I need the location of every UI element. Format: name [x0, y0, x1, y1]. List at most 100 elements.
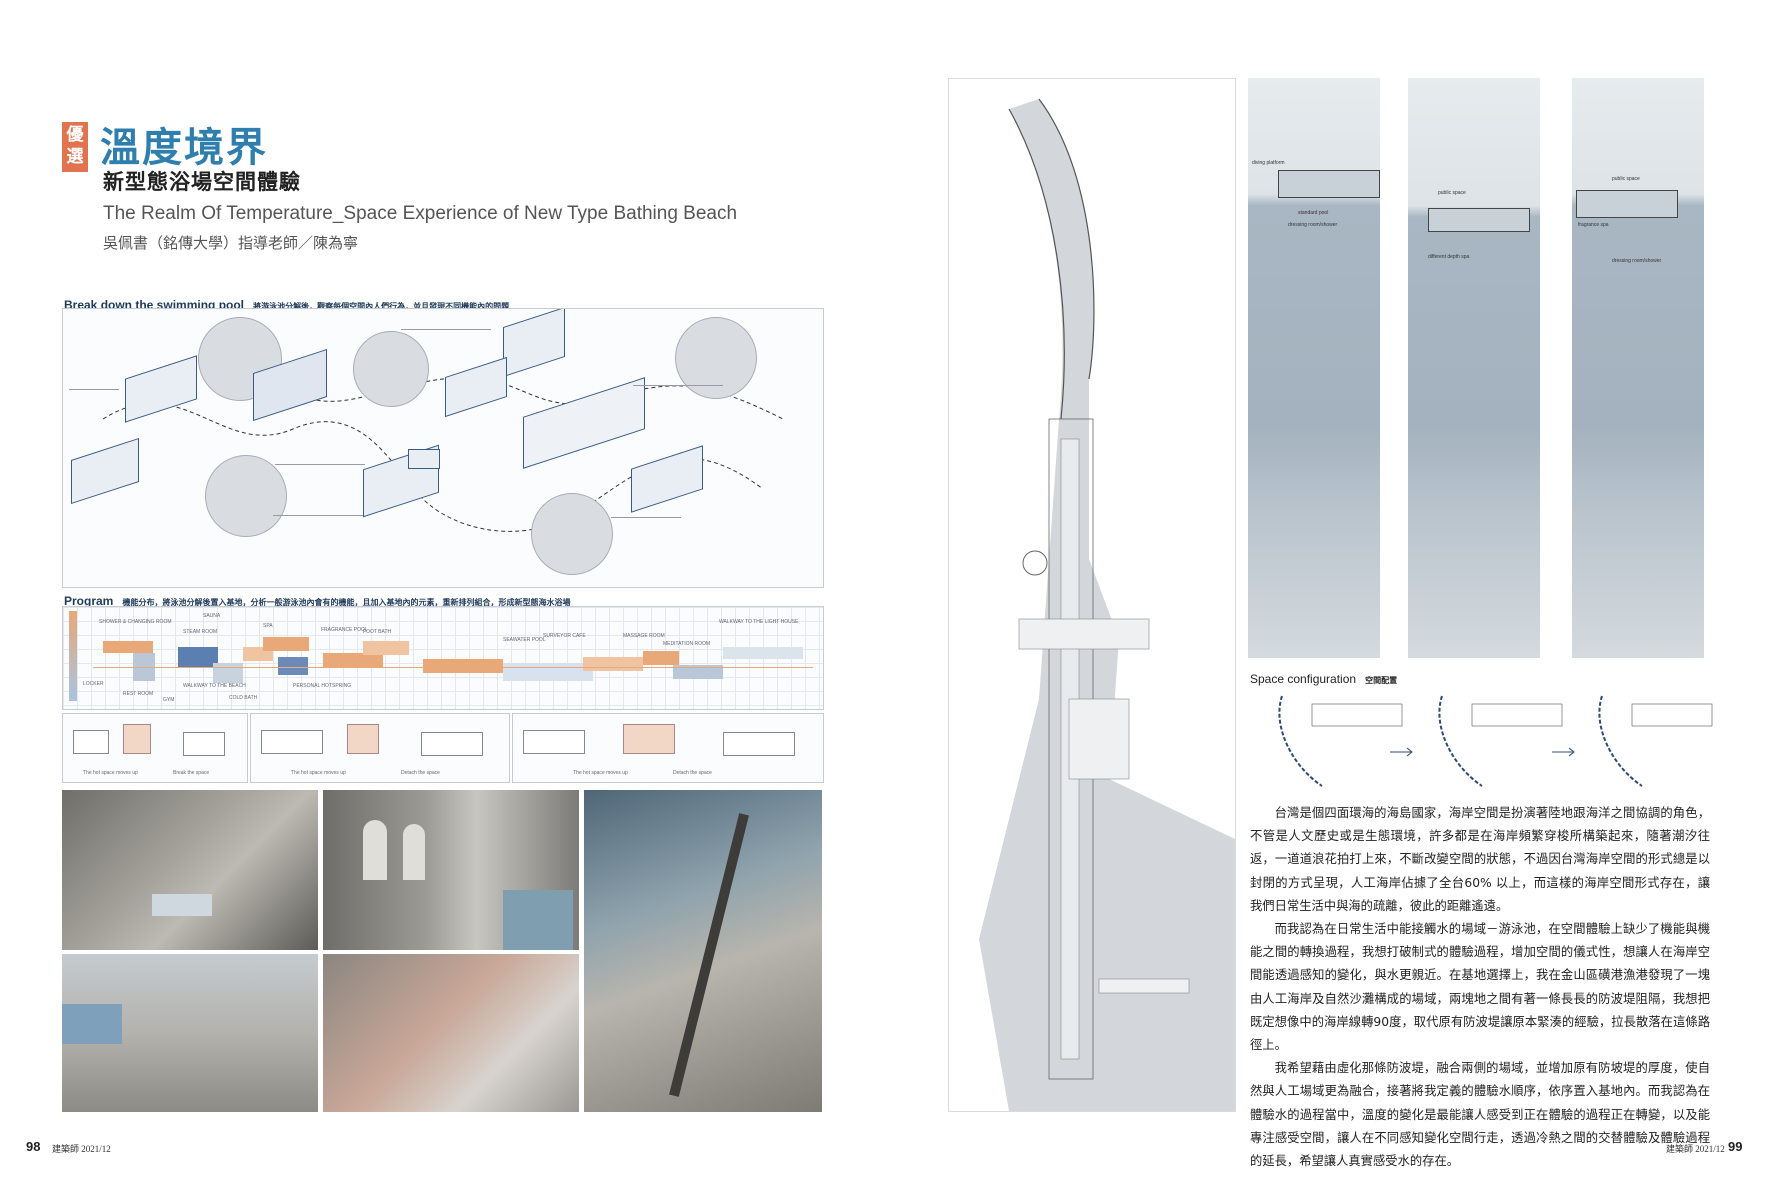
program-bar-4: [213, 663, 243, 683]
massing-caption-5: The hot space moves up: [573, 770, 628, 776]
section-strip-1: diving platform standard pool dressing r…: [1248, 78, 1380, 658]
section-label-diving: diving platform: [1252, 160, 1285, 166]
program-label-6: SEAWATER POOL: [503, 637, 546, 643]
pier-structure: [669, 813, 749, 1097]
award-badge: 優選: [62, 122, 88, 172]
section-strip-2: public space different depth spa: [1408, 78, 1540, 658]
detail-circle-4: [205, 455, 287, 537]
sea-view: [62, 1004, 122, 1044]
annotation-block-6: [611, 517, 681, 550]
rendering-terraces: [62, 954, 318, 1112]
breakdown-diagram: [62, 308, 824, 588]
section-label-dressing-2: dressing room/shower: [1612, 258, 1662, 264]
program-label-2: SPA: [263, 623, 273, 629]
program-bar-12: [583, 657, 643, 671]
program-desc: 機能分布，將泳池分解後置入基地，分析一般游泳池內會有的機能，且加入基地內的元素，…: [122, 598, 571, 607]
program-bar-14: [673, 665, 723, 679]
program-label-1: SAUNA: [203, 613, 221, 619]
program-label-7: MASSAGE ROOM: [623, 633, 665, 639]
site-plan: [948, 78, 1236, 1112]
annotation-block-3: [633, 385, 723, 426]
program-label-8: SURVEYOR CAFE: [543, 633, 586, 639]
section-strip-3: fragrance spa public space dressing room…: [1572, 78, 1704, 658]
paragraph-1: 台灣是個四面環海的海島國家，海岸空間是扮演著陸地跟海洋之間協調的角色，不管是人文…: [1250, 806, 1710, 913]
program-label-13: WALKWAY TO THE BEACH: [183, 683, 246, 689]
program-label-15: PERSONAL HOTSPRING: [293, 683, 352, 689]
temperature-gradient-bar: [69, 611, 77, 701]
mass-block: [123, 724, 151, 754]
program-bar-10: [423, 659, 503, 673]
program-label-0: SHOWER & CHANGING ROOM: [99, 619, 172, 625]
program-label-10: MEDITATION ROOM: [663, 641, 711, 647]
section-label-depth: different depth spa: [1428, 254, 1470, 260]
arch: [403, 824, 425, 880]
section-building: [1278, 170, 1380, 198]
program-bar-3: [178, 647, 218, 667]
massing-caption-3: The hot space moves up: [291, 770, 346, 776]
left-publication: 建築師 2021/12: [52, 1144, 111, 1154]
program-label-14: COLD BATH: [229, 695, 258, 701]
english-title: The Realm Of Temperature_Space Experienc…: [103, 203, 738, 224]
section-label-standard: standard pool: [1298, 210, 1329, 216]
section-label-dressing-1: dressing room/shower: [1288, 222, 1338, 228]
paragraph-2: 而我認為在日常生活中能接觸水的場域－游泳池，在空間體驗上缺少了機能與機能之間的轉…: [1250, 922, 1710, 1053]
config-diagrams: [1262, 686, 1732, 796]
mass-block: [183, 732, 225, 756]
program-label-16: GYM: [163, 697, 175, 703]
section-label-public-1: public space: [1438, 190, 1466, 196]
site-plan-graphic: [979, 98, 1235, 1111]
pool-water: [503, 890, 573, 950]
massing-panel-1: The hot space moves up Break the space: [62, 713, 248, 783]
mass-block: [623, 724, 675, 754]
iso-room-8: [408, 449, 440, 469]
detail-circle-5: [531, 493, 613, 575]
massing-panel-2: The hot space moves up Detach the space: [250, 713, 510, 783]
config-diagram-graphic: [1278, 695, 1713, 787]
program-bar-15: [723, 647, 803, 659]
author-line: 吳佩書（銘傳大學）指導老師／陳為寧: [103, 234, 359, 252]
massing-caption-6: Detach the space: [673, 770, 712, 776]
mass-block: [73, 730, 109, 754]
program-bar-9: [363, 641, 409, 655]
massing-caption-2: Break the space: [173, 770, 210, 776]
right-page-number: 99: [1728, 1139, 1743, 1154]
program-label-3: STEAM ROOM: [183, 629, 218, 635]
rendering-arches: [323, 790, 579, 950]
rendering-corridor: [62, 790, 318, 950]
program-label-4: FRAGRANCE POOL: [321, 627, 368, 633]
program-label-12: REST ROOM: [123, 691, 154, 697]
config-heading: Space configuration 空間配置: [1250, 668, 1397, 687]
mass-block: [523, 730, 585, 754]
rendering-steam-room: [323, 954, 579, 1112]
program-heading: Program 機能分布，將泳池分解後置入基地，分析一般游泳池內會有的機能，且加…: [64, 590, 570, 609]
program-chart: SHOWER & CHANGING ROOM SAUNA SPA STEAM R…: [62, 606, 824, 710]
program-bar-6: [278, 657, 308, 675]
body-text: 台灣是個四面環海的海島國家，海岸空間是扮演著陸地跟海洋之間協調的角色，不管是人文…: [1250, 802, 1710, 1173]
paragraph-3: 我希望藉由虛化那條防波堤，融合兩側的場域，並增加原有防坡堤的厚度，使自然與人工場…: [1250, 1061, 1710, 1169]
program-label-11: LOCKER: [83, 681, 104, 687]
config-desc: 空間配置: [1365, 676, 1398, 685]
annotation-block-2: [401, 329, 491, 370]
mass-block: [723, 732, 795, 756]
program-label-9: WALKWAY TO THE LIGHT HOUSE: [719, 619, 799, 625]
rendering-aerial: [584, 790, 822, 1112]
program-bar-7: [263, 637, 309, 651]
massing-panel-3: The hot space moves up Detach the space: [512, 713, 824, 783]
massing-caption-4: Detach the space: [401, 770, 440, 776]
section-building: [1576, 190, 1678, 218]
config-title: Space configuration: [1250, 672, 1357, 686]
mass-block: [421, 732, 483, 756]
massing-caption-1: The hot space moves up: [83, 770, 138, 776]
right-publication: 建築師 2021/12: [1666, 1144, 1725, 1154]
arch: [363, 820, 387, 880]
annotation-block-5: [273, 515, 363, 546]
baseline: [93, 667, 813, 668]
program-label-5: FOOT BATH: [363, 629, 392, 635]
section-label-fragrance: fragrance spa: [1578, 222, 1609, 228]
program-bar-8: [323, 653, 383, 667]
breakdown-desc: 將游泳池分解後，觀察每個空間內人們行為，並且發現不同機能內的問題: [253, 302, 510, 311]
left-page-number: 98: [26, 1139, 41, 1154]
program-bar-11: [503, 663, 593, 681]
program-title: Program: [64, 594, 114, 608]
program-bar-13: [643, 651, 679, 665]
